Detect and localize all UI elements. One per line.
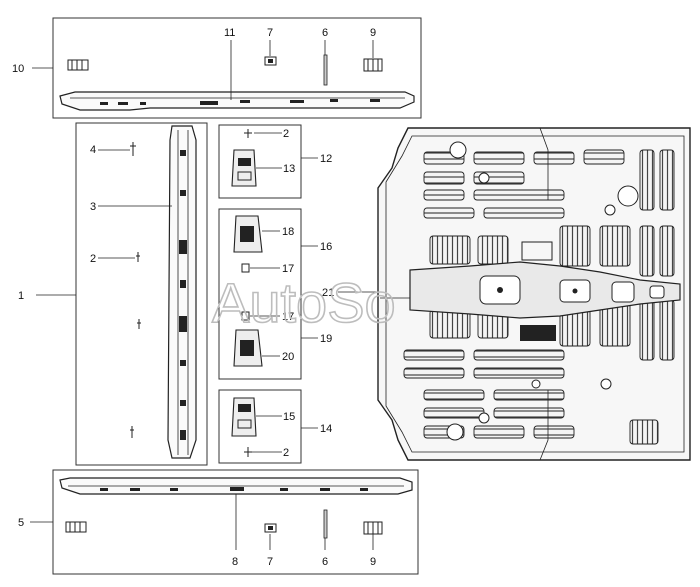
side-rail-part-11 <box>59 91 415 111</box>
callout-13: 13 <box>283 163 295 175</box>
bracket-group-14: 15 2 14 <box>218 389 332 464</box>
callout-3: 3 <box>90 201 96 213</box>
callout-9-top: 9 <box>370 27 376 39</box>
stud-part-6-top <box>323 54 328 86</box>
clip-part-9-top <box>363 58 383 72</box>
callout-21: 21 <box>322 287 334 299</box>
callout-6-bottom: 6 <box>322 556 328 568</box>
clip-part-7-top <box>264 56 277 66</box>
callout-7-bottom: 7 <box>267 556 273 568</box>
callout-4: 4 <box>90 144 96 156</box>
callout-18: 18 <box>282 226 294 238</box>
callout-2-left: 2 <box>90 253 96 265</box>
bracket-group-12: 2 13 12 <box>218 124 332 199</box>
bracket-part-20 <box>233 329 263 367</box>
bracket-part-18 <box>233 215 263 253</box>
sill-reinforcement-part-3 <box>167 125 197 459</box>
bracket-box-16-19 <box>218 208 302 380</box>
inner-sill-group: 1 4 3 2 <box>18 122 208 466</box>
stud-part-6-bottom <box>323 509 328 539</box>
callout-14: 14 <box>320 423 332 435</box>
callout-17-lower: 17 <box>282 311 294 323</box>
callout-7-top: 7 <box>267 27 273 39</box>
callout-11: 11 <box>224 27 235 39</box>
top-rail-group: 10 11 7 6 9 <box>12 17 422 119</box>
callout-9-bottom: 9 <box>370 556 376 568</box>
clip-part-10 <box>67 59 89 71</box>
callout-2-box12: 2 <box>283 128 289 140</box>
callout-5: 5 <box>18 517 24 529</box>
callout-6-top: 6 <box>322 27 328 39</box>
callout-17-upper: 17 <box>282 263 294 275</box>
callout-8: 8 <box>232 556 238 568</box>
clip-part-5 <box>65 521 87 533</box>
bracket-box-12 <box>218 124 302 199</box>
callout-19: 19 <box>320 333 332 345</box>
floor-panel-part-21 <box>377 127 691 461</box>
bracket-box-14 <box>218 389 302 464</box>
callout-16: 16 <box>320 241 332 253</box>
callout-15: 15 <box>283 411 295 423</box>
callout-20: 20 <box>282 351 294 363</box>
bottom-rail-group: 5 8 7 6 9 <box>18 469 419 575</box>
callout-12: 12 <box>320 153 332 165</box>
bracket-group-16-19: 18 17 17 20 16 19 <box>218 208 332 380</box>
clip-part-7-bottom <box>264 523 277 533</box>
callout-10: 10 <box>12 63 24 75</box>
inner-sill-box <box>75 122 208 466</box>
bracket-part-13 <box>231 149 257 187</box>
bracket-part-15 <box>231 397 257 437</box>
watermark-logo: AutoSo <box>212 271 396 334</box>
clip-part-9-bottom <box>363 521 383 535</box>
callout-2-box14: 2 <box>283 447 289 459</box>
callout-1: 1 <box>18 290 24 302</box>
